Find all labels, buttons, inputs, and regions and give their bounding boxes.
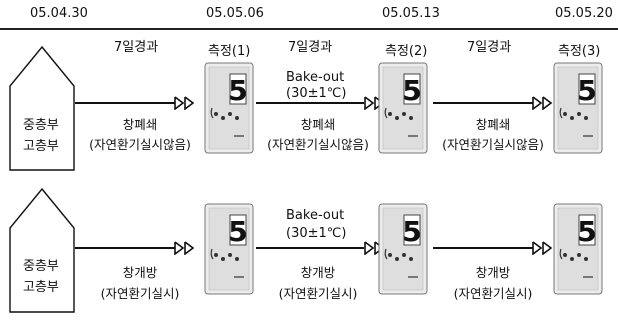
bakeout-temp-row1: (30±1℃) xyxy=(286,86,346,101)
caption-row1-1-sub: (자연환기실시않음) xyxy=(80,134,200,153)
svg-text:5: 5 xyxy=(577,74,596,107)
caption-row2-3-sub: (자연환기실시) xyxy=(433,283,553,302)
arrow-line-row1-2 xyxy=(256,102,364,104)
measurement-label-1: 측정(1) xyxy=(208,40,250,59)
bakeout-temp-row2: (30±1℃) xyxy=(286,226,346,241)
double-arrow-icon xyxy=(532,241,554,255)
date-1: 05.04.30 xyxy=(30,6,88,21)
measurement-device-icon: 5 xyxy=(553,62,603,154)
caption-row1-1-title: 창폐쇄 xyxy=(85,114,195,133)
svg-text:5: 5 xyxy=(228,215,247,248)
date-2: 05.05.06 xyxy=(206,6,264,21)
house-row1-line1: 중층부 xyxy=(23,114,59,133)
bakeout-label-row2: Bake-out xyxy=(286,208,344,223)
svg-text:5: 5 xyxy=(228,74,247,107)
timeline-rule xyxy=(0,28,618,30)
elapsed-label-3: 7일경과 xyxy=(467,36,511,55)
measurement-device-icon: 5 xyxy=(204,203,254,295)
caption-row1-3-title: 창폐쇄 xyxy=(438,114,548,133)
arrow-line-row1-3 xyxy=(433,102,533,104)
measurement-device-icon: 5 xyxy=(553,203,603,295)
arrow-line-row1-1 xyxy=(75,102,175,104)
caption-row2-3-title: 창개방 xyxy=(438,262,548,281)
house-row2-line1: 중층부 xyxy=(23,255,59,274)
caption-row1-2-title: 창폐쇄 xyxy=(263,114,373,133)
measurement-label-3: 측정(3) xyxy=(558,40,600,59)
date-3: 05.05.13 xyxy=(382,6,440,21)
caption-row2-2-sub: (자연환기실시) xyxy=(258,283,378,302)
double-arrow-icon xyxy=(174,96,196,110)
measurement-device-icon: 5 xyxy=(378,62,428,154)
measurement-device-icon: 5 xyxy=(204,62,254,154)
date-4: 05.05.20 xyxy=(555,6,613,21)
arrow-line-row2-2 xyxy=(256,247,364,249)
caption-row1-2-sub: (자연환기실시않음) xyxy=(258,134,378,153)
double-arrow-icon xyxy=(174,241,196,255)
caption-row1-3-sub: (자연환기실시않음) xyxy=(433,134,553,153)
elapsed-label-2: 7일경과 xyxy=(288,36,332,55)
double-arrow-icon xyxy=(532,96,554,110)
svg-text:5: 5 xyxy=(402,215,421,248)
svg-text:5: 5 xyxy=(577,215,596,248)
caption-row2-1-sub: (자연환기실시) xyxy=(80,283,200,302)
caption-row2-2-title: 창개방 xyxy=(263,262,373,281)
measurement-label-2: 측정(2) xyxy=(385,40,427,59)
arrow-line-row2-1 xyxy=(75,247,175,249)
elapsed-label-1: 7일경과 xyxy=(114,36,158,55)
arrow-line-row2-3 xyxy=(433,247,533,249)
house-row1-line2: 고층부 xyxy=(23,135,59,154)
caption-row2-1-title: 창개방 xyxy=(85,262,195,281)
bakeout-label-row1: Bake-out xyxy=(286,70,344,85)
measurement-device-icon: 5 xyxy=(378,203,428,295)
house-row2-line2: 고층부 xyxy=(23,276,59,295)
svg-text:5: 5 xyxy=(402,74,421,107)
